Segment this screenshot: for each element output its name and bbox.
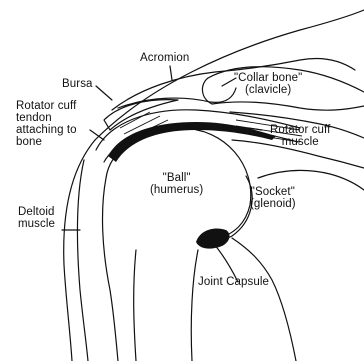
- ball-humerus-label: "Ball" (humerus): [150, 172, 203, 196]
- socket-glenoid-label: "Socket" (glenoid): [250, 186, 296, 210]
- bursa-label: Bursa: [62, 78, 93, 90]
- humerus-shaft-right: [191, 250, 198, 361]
- clavicle-lower: [212, 102, 364, 110]
- acromion-leader: [170, 66, 172, 80]
- joint-capsule-label: Joint Capsule: [198, 276, 269, 288]
- collarbone-label: "Collar bone" (clavicle): [234, 72, 302, 96]
- humerus-shaft-left: [103, 178, 118, 361]
- deltoid-muscle-label: Deltoid muscle: [18, 206, 55, 230]
- deltoid-outer-line-left: [64, 140, 95, 361]
- rotator-cuff-tendon-label: Rotator cuff tendon attaching to bone: [16, 100, 77, 148]
- acromion-label: Acromion: [140, 52, 189, 64]
- deltoid-inner-line: [77, 160, 88, 361]
- bursa-leader: [96, 86, 112, 100]
- glenoid-neck: [232, 238, 296, 361]
- rotator-cuff-muscle-label: Rotator cuff muscle: [270, 124, 330, 148]
- glenoid-labrum: [196, 229, 229, 249]
- humerus-shaft-inner: [134, 250, 136, 361]
